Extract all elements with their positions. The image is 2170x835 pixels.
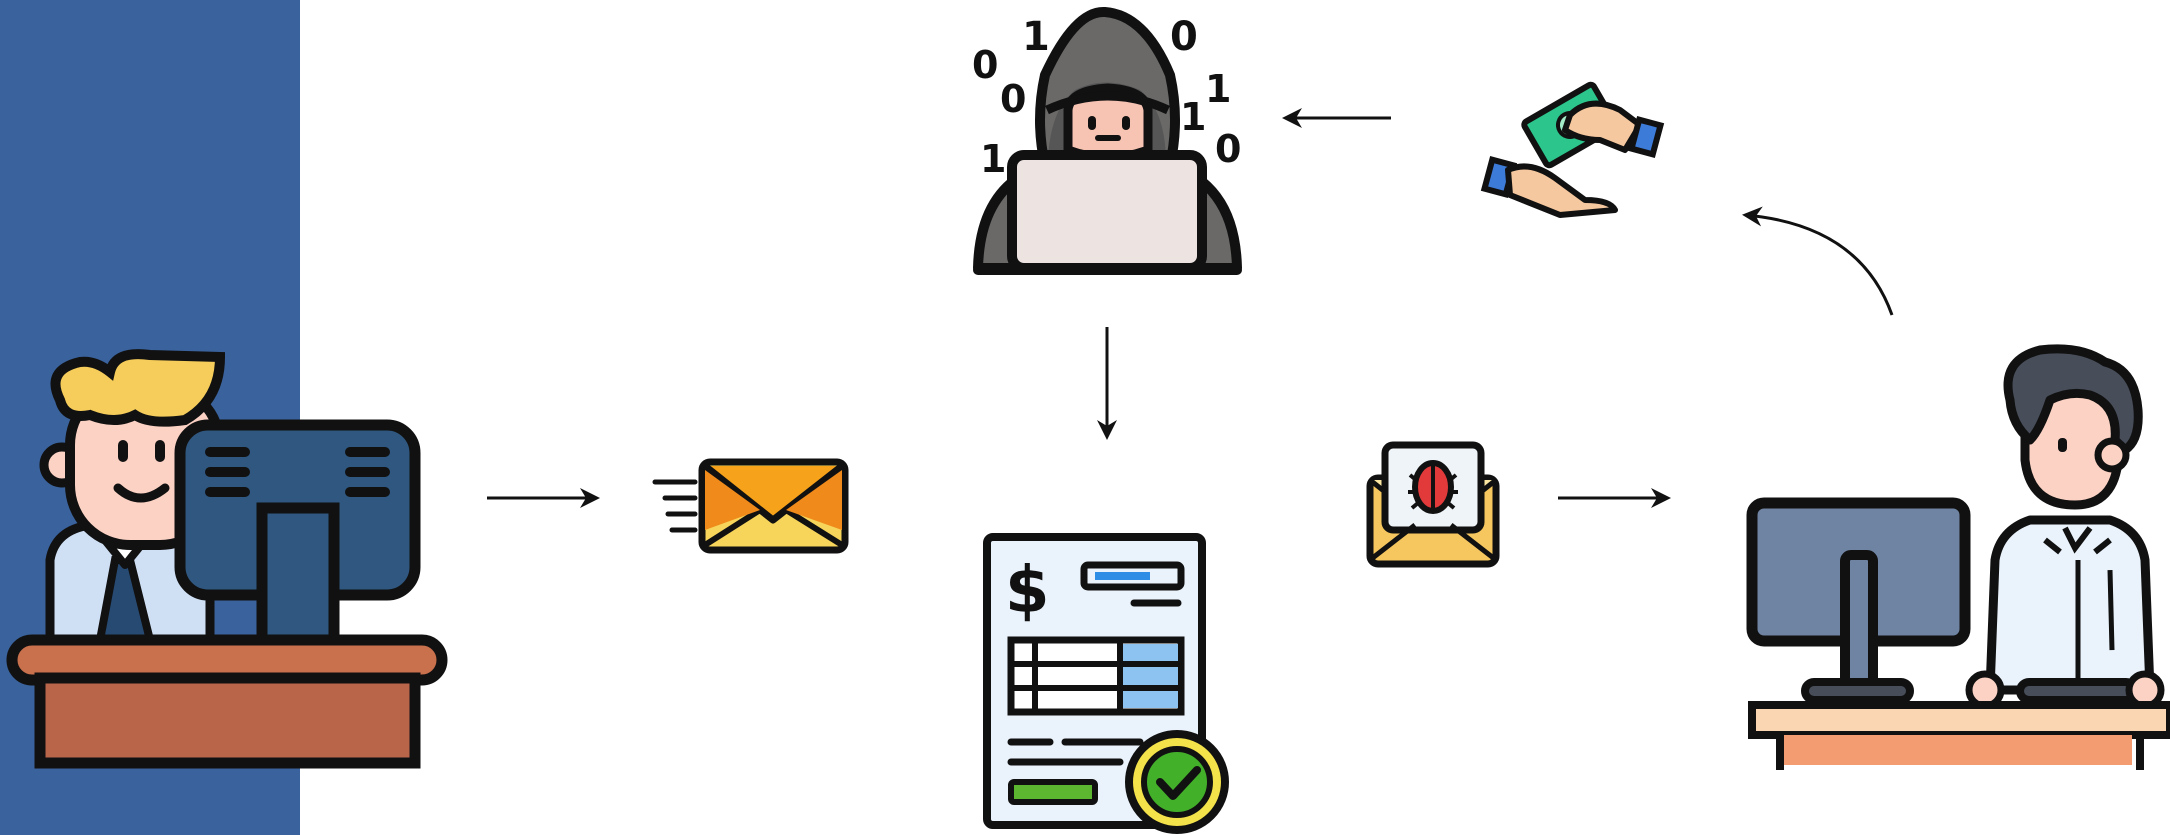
- binary-digit: 0: [1000, 77, 1026, 121]
- arrow-victim-to-payment: [1742, 206, 1894, 316]
- binary-digit: 0: [1215, 127, 1241, 171]
- email-with-bug-icon: [1366, 441, 1500, 568]
- approved-invoice-document-icon: $: [983, 533, 1229, 834]
- binary-digit: 1: [1022, 14, 1050, 60]
- money-handoff-icon: [1480, 81, 1665, 218]
- binary-digit: 0: [972, 43, 998, 87]
- svg-text:$: $: [1005, 554, 1050, 628]
- employee-at-computer-icon: [1746, 344, 2170, 770]
- binary-digit: 1: [1180, 95, 1206, 139]
- binary-digit: 1: [1205, 67, 1231, 111]
- sent-email-envelope-icon: [652, 458, 849, 554]
- binary-digit: 1: [980, 137, 1006, 181]
- hooded-hacker-laptop-icon: 1 0 0 0 1 1 1 0: [972, 7, 1242, 275]
- binary-digit: 0: [1170, 14, 1198, 60]
- office-worker-at-computer-icon: [6, 349, 448, 769]
